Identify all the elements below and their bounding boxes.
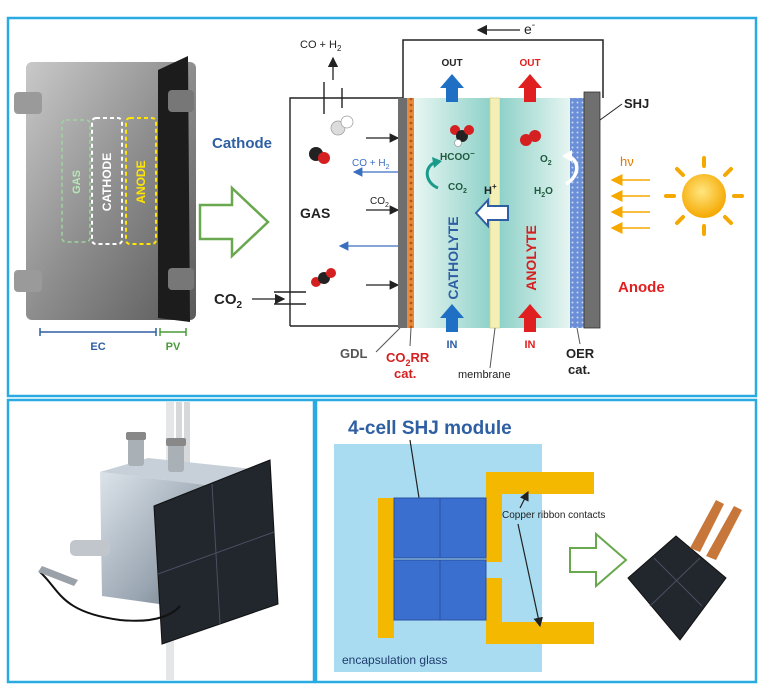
in-arrow-right: [518, 304, 542, 332]
photo-cathode-label: CATHODE: [100, 153, 114, 211]
glass-label: encapsulation glass: [342, 653, 447, 667]
catholyte-co2-text: CO: [448, 182, 463, 193]
module-title: 4-cell SHJ module: [348, 418, 512, 439]
oer-cat-label: cat.: [568, 362, 590, 377]
membrane-leader: [489, 327, 496, 369]
shj-leader: [599, 103, 623, 121]
h2o-sub: 2: [541, 192, 545, 199]
oer-leader: [576, 327, 581, 345]
out-arrow-right: [518, 74, 542, 102]
catholyte-co2-sub: 2: [463, 188, 467, 195]
products-top-text: CO + H: [300, 39, 337, 51]
products-top-sub: 2: [337, 44, 342, 53]
oer-label: OER: [566, 346, 595, 361]
proton-label: H+: [484, 182, 497, 197]
gas-loop: [274, 82, 403, 327]
catholyte-label: CATHOLYTE: [445, 216, 461, 299]
co2-inlet-label: CO2: [214, 291, 243, 311]
formic-molecule: [450, 125, 474, 147]
o2-text: O: [540, 154, 548, 165]
sun-icon: [664, 156, 744, 236]
electron-text: e: [524, 21, 532, 37]
photo-ec-label: EC: [90, 341, 105, 353]
photo-gas-label: GAS: [71, 170, 83, 194]
photo-anode-label: ANODE: [134, 160, 148, 203]
water-curve-head: [562, 150, 572, 162]
co-molecule: [309, 147, 330, 164]
co2rr-leader: [409, 327, 412, 347]
co2-inlet-text: CO: [214, 291, 237, 308]
photo-pv-label: PV: [166, 341, 181, 353]
products-top-label: CO + H2: [300, 39, 342, 53]
membrane-label: membrane: [458, 369, 511, 381]
co2rr-tail: RR: [411, 350, 430, 365]
out-label-left: OUT: [441, 58, 462, 69]
shj-cell: [583, 91, 601, 329]
co2rr-cat-label: cat.: [394, 366, 416, 381]
in-arrow-left: [440, 304, 464, 332]
gas-chamber-label: GAS: [300, 205, 330, 221]
o2-label: O2: [540, 154, 552, 167]
gdl-label: GDL: [340, 346, 368, 361]
in-label-right: IN: [525, 339, 536, 351]
h2o-tail: O: [545, 186, 553, 197]
electron-sup: -: [532, 20, 535, 31]
photo-scale-bars: [39, 328, 187, 336]
module-cells: [393, 497, 487, 621]
formate-curve-head: [432, 157, 442, 168]
co-h2-label: CO + H2: [352, 158, 390, 171]
electron-label: e-: [524, 20, 535, 37]
proton-sup: +: [492, 182, 497, 191]
cathode-title: Cathode: [212, 135, 272, 152]
gdl-layer: [398, 98, 407, 328]
oer-catalyst: [570, 98, 584, 328]
copper-arrow-top: [519, 490, 529, 509]
o2-molecule: [520, 130, 541, 146]
formate-label: HCOO−: [440, 149, 475, 163]
anolyte-label: ANOLYTE: [523, 225, 539, 291]
co2rr-sub: 2: [406, 358, 411, 368]
device-3d-photo: [38, 402, 279, 680]
out-arrow-left: [440, 74, 464, 102]
copper-ribbons: [378, 472, 594, 644]
catholyte-co2-label: CO2: [448, 182, 467, 195]
hv-label: hν: [620, 154, 634, 169]
gdl-leader: [375, 327, 401, 353]
co2rr-text: CO: [386, 350, 406, 365]
electron-wire: [402, 39, 604, 98]
outline-arrow-top: [198, 185, 270, 259]
formate-text: HCOO: [440, 152, 470, 163]
o2-sub: 2: [548, 160, 552, 167]
light-arrows: [610, 174, 650, 234]
anode-title: Anode: [618, 279, 665, 296]
co2-molecule: [311, 268, 336, 287]
co2-arrow-sub: 2: [385, 202, 389, 209]
device-photo: [14, 56, 196, 322]
co-h2-text: CO + H: [352, 158, 386, 169]
copper-arrow-bottom: [517, 523, 543, 628]
proton-arrow: [474, 197, 509, 229]
shj-label: SHJ: [624, 96, 649, 111]
co-h2-sub: 2: [386, 164, 390, 171]
h2o-text: H: [534, 186, 541, 197]
out-label-right: OUT: [519, 58, 540, 69]
co2-arrow-label: CO2: [370, 196, 389, 209]
formate-sup: −: [470, 149, 475, 158]
co2-arrow-text: CO: [370, 196, 385, 207]
co2rr-catalyst: [407, 98, 414, 328]
module-photo: [627, 500, 742, 641]
co2-inlet-sub: 2: [237, 300, 243, 311]
co2rr-label: CO2RR: [386, 350, 430, 368]
in-label-left: IN: [447, 339, 458, 351]
copper-label: Copper ribbon contacts: [502, 510, 605, 521]
proton-text: H: [484, 185, 492, 197]
outline-arrow-bottom: [569, 531, 628, 589]
h2-molecule: [330, 115, 354, 136]
h2o-label: H2O: [534, 186, 553, 199]
